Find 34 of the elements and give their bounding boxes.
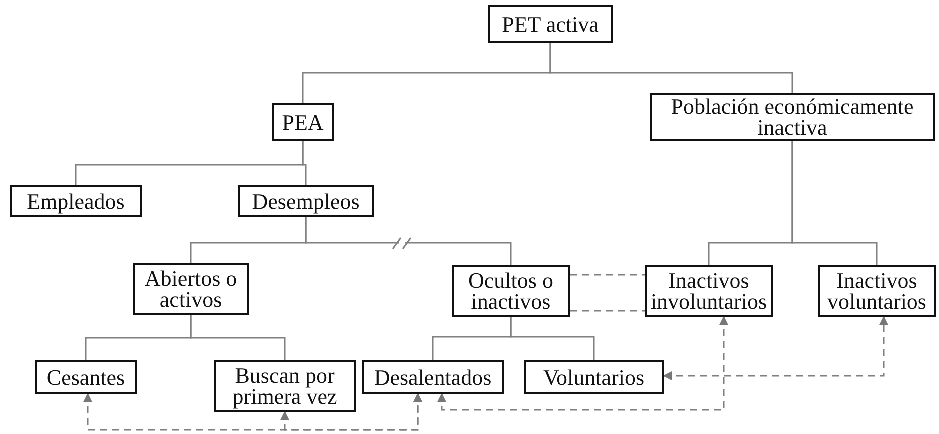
dashed-arrow (663, 316, 888, 380)
category-box (238, 185, 374, 217)
box-label: Desempleos (252, 190, 360, 212)
category-box (524, 360, 664, 394)
connector-line (305, 217, 512, 265)
dashed-arrow (280, 393, 422, 431)
box-label: Ocultos o inactivos (468, 270, 554, 312)
connector-line (302, 141, 307, 185)
connector-line (550, 43, 794, 93)
box-label: Buscan por primera vez (232, 365, 338, 407)
box-label: Desalentados (374, 366, 492, 388)
box-label: Empleados (27, 190, 125, 212)
category-box (650, 93, 935, 141)
connector-line (510, 317, 595, 360)
box-label: Abiertos o activos (144, 268, 238, 310)
category-box (818, 265, 936, 317)
category-box (35, 360, 137, 394)
category-box (133, 263, 249, 315)
connector-line (190, 315, 286, 360)
box-label: Población económicamente inactiva (670, 96, 915, 138)
category-box (362, 360, 504, 394)
category-box (272, 103, 334, 141)
connector-line (792, 141, 878, 265)
box-label: Inactivos voluntarios (826, 270, 928, 312)
box-label: PET activa (502, 14, 599, 34)
box-label: Inactivos involuntarios (650, 270, 768, 312)
category-box (452, 265, 570, 317)
category-box (214, 360, 356, 412)
category-box (488, 5, 613, 43)
box-label: Voluntarios (543, 366, 645, 388)
dashed-arrow (438, 316, 728, 411)
category-box (10, 185, 142, 217)
box-label: PEA (282, 112, 324, 132)
box-label: Cesantes (46, 366, 126, 388)
